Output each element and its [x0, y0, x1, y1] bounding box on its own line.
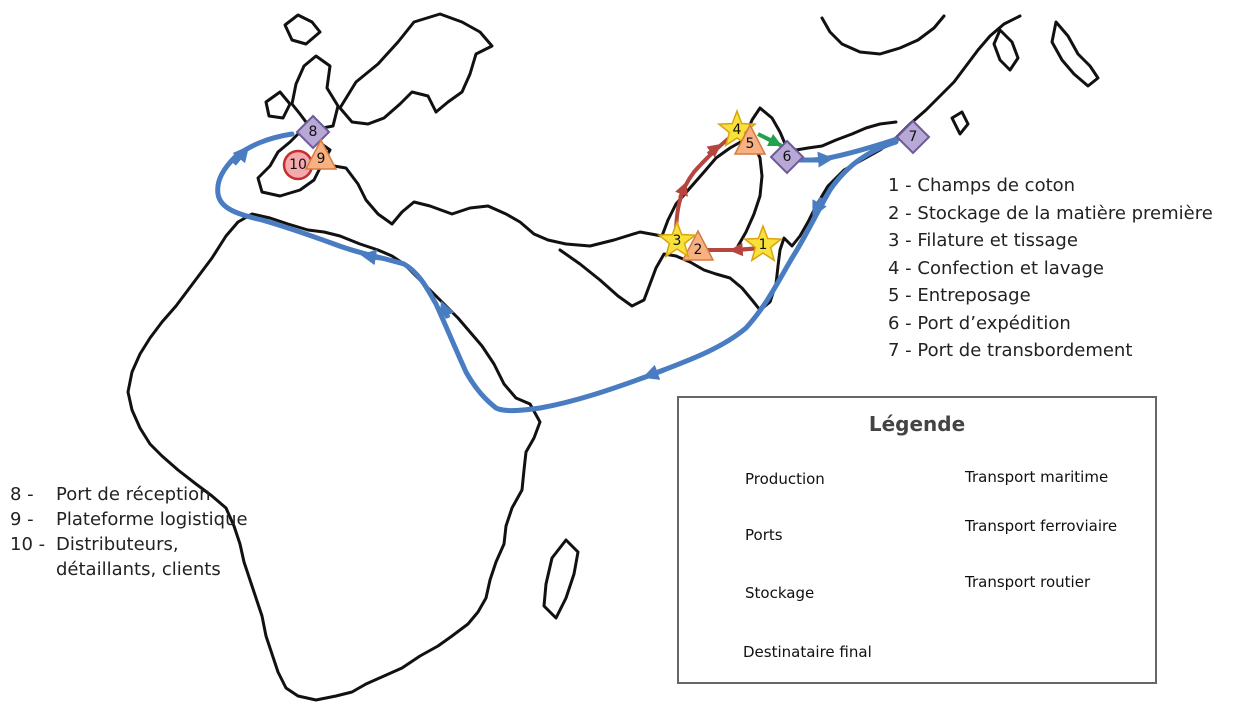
step-item: 9 - Plateforme logistique: [10, 507, 248, 532]
coast-british-isles: [290, 54, 340, 132]
marker-label: 4: [733, 122, 742, 138]
coast-ireland: [264, 90, 292, 120]
marker-label: 5: [746, 136, 755, 152]
route-sea-arrow-1: [811, 151, 834, 168]
marker-8: 8: [295, 114, 331, 150]
marker-label: 2: [694, 242, 703, 258]
route-sea-arrow-5: [360, 249, 381, 266]
route-road-3-4-arrow2: [706, 143, 722, 158]
star-icon: [716, 108, 758, 148]
legend-routier-label: Transport routier: [965, 573, 1091, 591]
step-item: 2 - Stockage de la matière première: [888, 202, 1213, 224]
legend-production-label: Production: [745, 470, 825, 488]
step-label: Distributeurs, détaillants, clients: [56, 534, 221, 580]
marker-6: 6: [769, 139, 805, 175]
step-item: 6 - Port d’expédition: [888, 312, 1071, 334]
triangle-icon: [733, 123, 767, 155]
coast-scandinavia: [338, 12, 494, 126]
marker-label: 1: [759, 237, 768, 253]
coast-europe-mainland: [256, 130, 332, 198]
marker-9: 9: [304, 138, 338, 170]
marker-label: 6: [783, 149, 792, 165]
route-sea-arrow-4: [439, 300, 455, 319]
step-number: 8 -: [10, 484, 34, 505]
legend-maritime-label: Transport maritime: [965, 468, 1109, 486]
legend-stockage-label: Stockage: [745, 584, 815, 602]
route-sea-arrow-3: [642, 364, 665, 380]
star-icon: [656, 219, 698, 259]
coast-japan: [1050, 20, 1100, 88]
coast-madagascar: [542, 538, 580, 620]
star-icon: [742, 223, 784, 263]
diamond-icon: [769, 139, 805, 175]
step-label: Plateforme logistique: [56, 509, 248, 530]
coast-korea: [992, 28, 1020, 72]
step-item: 1 - Champs de coton: [888, 175, 1076, 196]
legend-title: Légende: [868, 412, 966, 436]
step-number: 9 -: [10, 509, 34, 530]
route-sea-arrow-6: [232, 145, 250, 166]
legend-destinataire-label: Destinataire final: [743, 643, 872, 661]
step-item: 5 - Entreposage: [888, 285, 1031, 306]
route-road-3-4-arrow: [675, 181, 688, 199]
route-road-3-4: [674, 130, 738, 237]
coast-arabia: [558, 204, 818, 312]
step-item: 3 - Filature et tissage: [888, 230, 1078, 251]
marker-5: 5: [733, 123, 767, 155]
coast-asia-north: [660, 106, 898, 238]
route-sea-arrow-2: [812, 196, 827, 218]
marker-7: 7: [895, 119, 931, 155]
marker-4: 4: [716, 108, 758, 148]
marker-1: 1: [742, 223, 784, 263]
coast-india-east: [736, 138, 764, 248]
triangle-icon: [681, 229, 715, 261]
coast-iceland: [283, 13, 322, 46]
step-number: 10 -: [10, 534, 46, 555]
route-sea: [215, 131, 903, 414]
step-label: Port de réception: [56, 484, 211, 505]
coast-mediterranean-north: [320, 162, 664, 248]
marker-label: 9: [317, 151, 326, 167]
steps-list-left: 8 - Port de réception 9 - Plateforme logis…: [10, 482, 248, 582]
triangle-icon: [304, 138, 338, 170]
route-rail-arrow: [765, 133, 783, 147]
step-item: 8 - Port de réception: [10, 482, 248, 507]
coast-china-top: [820, 14, 946, 56]
marker-label: 10: [289, 157, 307, 173]
marker-2: 2: [681, 229, 715, 261]
marker-label: 3: [673, 233, 682, 249]
step-item: 4 - Confection et lavage: [888, 257, 1104, 279]
legend: Légende Production Ports Stockage Destin…: [677, 396, 1157, 684]
marker-3: 3: [656, 219, 698, 259]
coast-africa: [126, 212, 542, 702]
marker-label: 7: [909, 129, 918, 145]
marker-label: 8: [309, 124, 318, 140]
diamond-icon: [895, 119, 931, 155]
legend-ferroviaire-label: Transport ferroviaire: [965, 517, 1118, 535]
coast-taiwan: [950, 110, 970, 136]
step-item: 10 - Distributeurs, détaillants, clients: [10, 532, 248, 582]
legend-ports-label: Ports: [745, 526, 783, 544]
step-item: 7 - Port de transbordement: [888, 340, 1133, 361]
steps-list-right: 1 - Champs de coton 2 - Stockage de la m…: [888, 172, 1213, 365]
